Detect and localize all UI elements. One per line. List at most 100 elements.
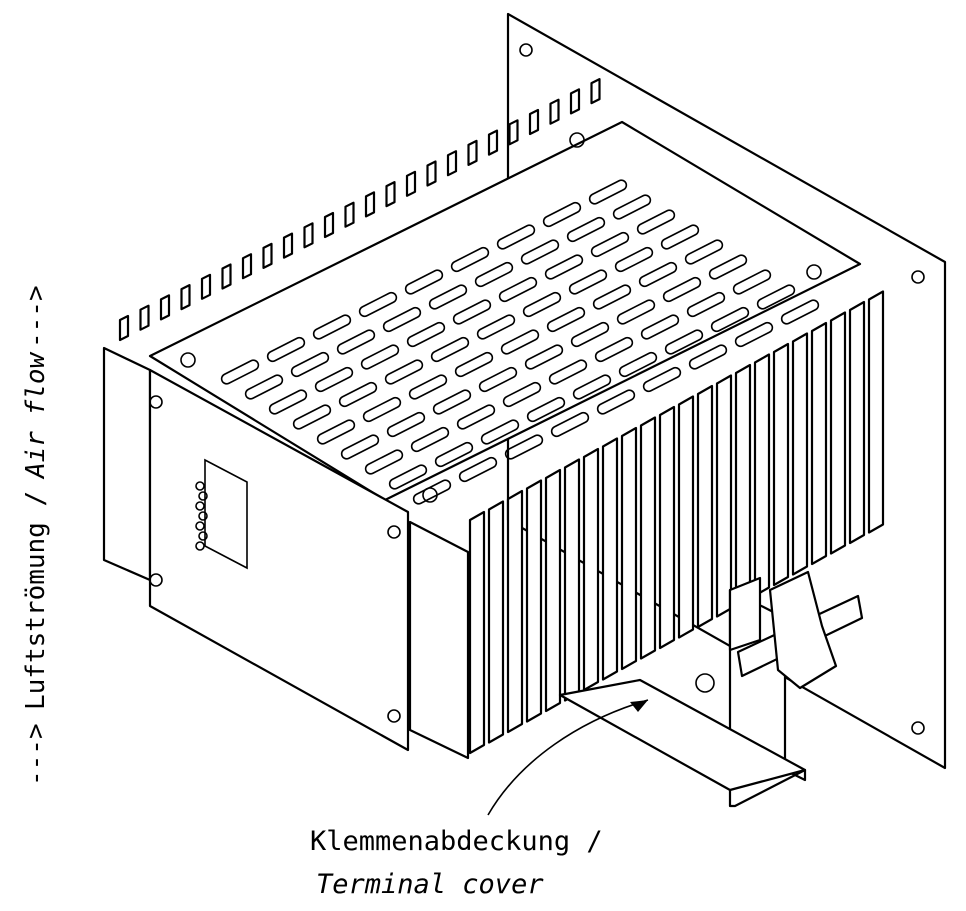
vent-slot	[496, 224, 536, 250]
vent-slot	[640, 314, 680, 340]
side-fin	[677, 395, 695, 639]
vent-slot	[592, 284, 632, 310]
label-rivet	[195, 541, 205, 551]
label-rivet	[195, 501, 205, 511]
vent-slot	[548, 359, 588, 385]
vent-slot	[708, 254, 748, 280]
vent-slot	[572, 374, 612, 400]
back-fin	[200, 273, 212, 300]
vent-slot	[314, 366, 354, 393]
vent-slot	[358, 291, 398, 318]
side-fin	[867, 290, 885, 534]
back-fin-row	[118, 77, 601, 342]
side-fin	[468, 510, 486, 755]
back-fin	[139, 304, 150, 331]
vent-slot	[220, 359, 260, 385]
vent-slot	[550, 411, 590, 438]
cover-label-en: Terminal cover	[316, 869, 544, 900]
vent-slot	[340, 434, 380, 460]
vent-slot	[660, 224, 700, 250]
vent-slot	[498, 276, 538, 303]
vent-slot	[268, 389, 308, 415]
vent-slot	[524, 344, 564, 370]
vent-slot	[780, 299, 820, 325]
vent-slot	[688, 344, 728, 370]
vent-slot	[502, 381, 542, 408]
vent-slot	[410, 426, 450, 453]
side-fin	[829, 311, 847, 555]
vent-slot	[596, 389, 636, 415]
vent-slot	[452, 299, 492, 325]
side-fin	[658, 405, 676, 650]
cover-leader-line	[487, 699, 649, 816]
vent-slot	[336, 329, 376, 355]
back-fin	[528, 108, 540, 136]
side-fin	[506, 489, 524, 734]
fin-end-plate	[408, 520, 470, 760]
back-fin	[282, 232, 294, 259]
vent-slot	[568, 269, 608, 295]
vent-slot	[338, 381, 378, 408]
back-fin	[426, 160, 437, 187]
side-fin	[487, 500, 505, 744]
back-fin	[303, 222, 314, 249]
back-fin	[118, 314, 130, 342]
vent-slot	[386, 411, 426, 438]
vent-slot	[454, 351, 494, 378]
vent-slot	[710, 306, 750, 333]
vent-slot	[594, 336, 634, 363]
type-label-plate	[195, 481, 208, 551]
vent-slot	[756, 284, 796, 310]
vent-slot	[662, 276, 702, 303]
vent-slot	[590, 231, 630, 258]
label-rivet	[198, 491, 208, 501]
back-fin	[405, 170, 417, 197]
back-fin	[344, 201, 355, 228]
vent-slot	[614, 246, 654, 273]
back-fin	[467, 139, 478, 166]
back-fin	[221, 263, 232, 290]
back-fin	[487, 129, 499, 156]
side-fin	[772, 342, 790, 587]
vent-slot	[406, 321, 446, 348]
airflow-label-de: Luftströmung /	[21, 491, 51, 710]
vent-slot	[478, 366, 518, 393]
back-fin	[180, 284, 191, 311]
vent-slot	[456, 404, 496, 430]
vent-slot	[476, 314, 516, 340]
vent-slot	[612, 194, 652, 220]
vent-slot	[450, 246, 490, 273]
back-fin	[569, 88, 581, 115]
airflow-label-en: Air flow	[21, 351, 51, 480]
front-end-plate	[102, 346, 410, 752]
vent-slot	[360, 344, 400, 370]
vent-slot	[570, 321, 610, 348]
vent-slot	[638, 261, 678, 288]
back-fin	[159, 294, 171, 321]
vent-slot	[312, 314, 352, 340]
back-fin	[549, 98, 560, 125]
vent-slot	[266, 336, 306, 363]
vent-slot	[618, 351, 658, 378]
vent-slot	[434, 441, 474, 468]
vent-slot	[408, 374, 448, 400]
vent-slot	[404, 269, 444, 295]
back-fin	[323, 211, 335, 239]
vent-slot	[480, 419, 520, 445]
vent-slot	[504, 434, 544, 460]
vent-slot	[364, 449, 404, 475]
vent-slot	[384, 359, 424, 385]
vent-slot	[616, 299, 656, 325]
back-fin	[508, 119, 519, 146]
vent-slot	[546, 306, 586, 333]
back-fin	[446, 150, 458, 177]
vent-slot	[588, 179, 628, 205]
vent-slot	[432, 389, 472, 415]
vent-slot	[544, 254, 584, 280]
side-fin	[696, 384, 714, 629]
side-fin	[791, 332, 809, 576]
side-fin	[848, 300, 866, 545]
vent-slot	[734, 321, 774, 348]
